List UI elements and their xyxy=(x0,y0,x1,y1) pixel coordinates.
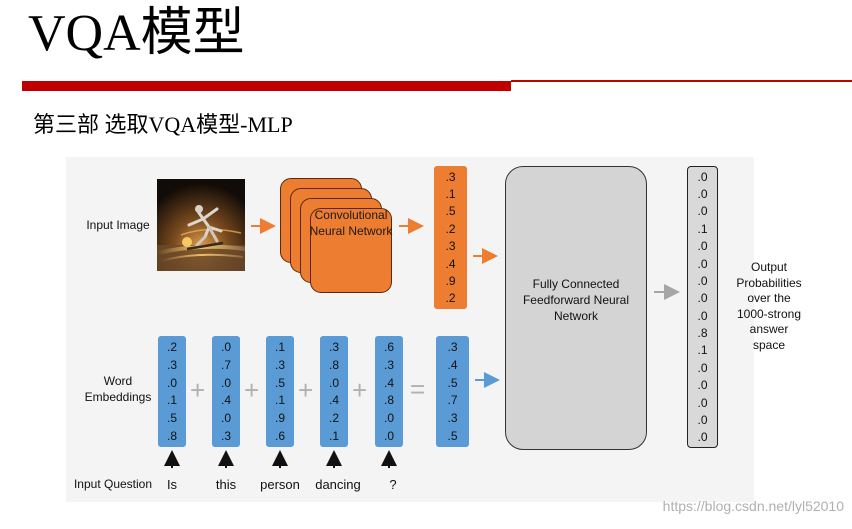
word-vector-person: .1 .3 .5 .1 .9 .6 xyxy=(266,336,294,447)
word-vector-value: .9 xyxy=(274,411,285,426)
fully-connected-network-label: Fully Connected Feedforward Neural Netwo… xyxy=(522,277,630,323)
question-word-question-mark: ? xyxy=(389,477,397,492)
word-vector-value: .1 xyxy=(274,393,285,408)
output-vector-value: .0 xyxy=(697,273,708,288)
word-vector-value: .1 xyxy=(328,429,339,444)
word-vector-value: .5 xyxy=(274,375,285,390)
conv-layer-4 xyxy=(310,208,392,293)
word-vector-question-mark: .6 .3 .4 .8 .0 .0 xyxy=(375,336,403,447)
output-probabilities-label: Output Probabilities over the 1000-stron… xyxy=(736,260,802,352)
word-vector-value: .6 xyxy=(274,429,285,444)
word-embeddings-label: Word Embeddings xyxy=(84,374,152,404)
plus-operator: + xyxy=(190,375,206,405)
image-vector-value: .4 xyxy=(445,256,456,271)
word-vector-value: .6 xyxy=(383,339,394,354)
word-vector-value: .5 xyxy=(166,411,177,426)
word-vector-value: .4 xyxy=(383,375,394,390)
sum-vector-value: .3 xyxy=(447,411,458,426)
output-vector-value: .1 xyxy=(697,343,708,358)
image-vector-value: .9 xyxy=(445,273,456,288)
word-vector-value: .0 xyxy=(220,411,231,426)
output-vector-value: .0 xyxy=(697,187,708,202)
question-word-dancing: dancing xyxy=(315,477,361,492)
watermark-url: https://blog.csdn.net/lyl52010 xyxy=(662,498,844,514)
fully-connected-network-box xyxy=(505,166,647,450)
word-vector-value: .3 xyxy=(166,357,177,372)
sum-vector-value: .7 xyxy=(447,393,458,408)
word-vector-value: .7 xyxy=(220,357,231,372)
output-vector-value: .0 xyxy=(697,291,708,306)
image-vector-value: .5 xyxy=(445,204,456,219)
word-vector-value: .3 xyxy=(274,357,285,372)
conv-net-label: Convolutional Neural Network xyxy=(309,208,393,238)
sum-vector-value: .5 xyxy=(447,375,458,390)
word-vector-value: .3 xyxy=(383,357,394,372)
image-vector-value: .2 xyxy=(445,291,456,306)
word-vector-value: .8 xyxy=(166,429,177,444)
output-vector-value: .0 xyxy=(697,308,708,323)
word-vector-value: .8 xyxy=(328,357,339,372)
question-word-this: this xyxy=(215,477,237,492)
output-vector-value: .0 xyxy=(697,256,708,271)
question-embedding-vector: .3 .4 .5 .7 .3 .5 xyxy=(436,336,469,447)
plus-operator: + xyxy=(298,375,314,405)
sum-vector-value: .3 xyxy=(447,339,458,354)
sum-vector-value: .5 xyxy=(447,429,458,444)
plus-operator: + xyxy=(244,375,260,405)
output-vector-value: .0 xyxy=(697,360,708,375)
image-feature-vector: .3 .1 .5 .2 .3 .4 .9 .2 xyxy=(434,166,467,309)
word-vector-value: .0 xyxy=(383,411,394,426)
word-vector-value: .4 xyxy=(220,393,231,408)
word-vector-value: .0 xyxy=(328,375,339,390)
word-vector-value: .0 xyxy=(383,429,394,444)
word-vector-value: .3 xyxy=(220,429,231,444)
slide-title: VQA模型 xyxy=(28,5,245,62)
word-vector-this: .0 .7 .0 .4 .0 .3 xyxy=(212,336,240,447)
question-word-is: Is xyxy=(166,477,178,492)
output-vector-value: .0 xyxy=(697,169,708,184)
image-vector-value: .2 xyxy=(445,221,456,236)
sum-vector-value: .4 xyxy=(447,357,458,372)
slide-subtitle: 第三部 选取VQA模型-MLP xyxy=(33,112,293,137)
output-vector-value: .0 xyxy=(697,204,708,219)
word-vector-value: .1 xyxy=(274,339,285,354)
image-vector-value: .3 xyxy=(445,239,456,254)
output-vector-value: .0 xyxy=(697,378,708,393)
input-photo xyxy=(157,179,245,271)
input-question-label: Input Question xyxy=(73,477,153,491)
word-vector-value: .0 xyxy=(220,375,231,390)
equals-operator: = xyxy=(410,374,426,404)
output-probability-vector: .0 .0 .0 .1 .0 .0 .0 .0 .0 .8 .1 .0 .0 .… xyxy=(687,166,718,448)
output-vector-value: .0 xyxy=(697,430,708,445)
output-vector-value: .0 xyxy=(697,395,708,410)
output-vector-value: .0 xyxy=(697,412,708,427)
word-vector-dancing: .3 .8 .0 .4 .2 .1 xyxy=(320,336,348,447)
word-vector-value: .3 xyxy=(328,339,339,354)
word-vector-value: .0 xyxy=(166,375,177,390)
plus-operator: + xyxy=(352,375,368,405)
title-underline-thin xyxy=(511,80,852,82)
word-vector-value: .8 xyxy=(383,393,394,408)
image-vector-value: .3 xyxy=(445,169,456,184)
word-vector-value: .0 xyxy=(220,339,231,354)
input-image-label: Input Image xyxy=(86,218,150,232)
output-vector-value: .8 xyxy=(697,326,708,341)
image-vector-value: .1 xyxy=(445,187,456,202)
title-underline-thick xyxy=(22,81,511,91)
output-vector-value: .1 xyxy=(697,221,708,236)
word-vector-value: .1 xyxy=(166,393,177,408)
output-vector-value: .0 xyxy=(697,239,708,254)
word-vector-value: .2 xyxy=(166,339,177,354)
word-vector-is: .2 .3 .0 .1 .5 .8 xyxy=(158,336,186,447)
word-vector-value: .4 xyxy=(328,393,339,408)
word-vector-value: .2 xyxy=(328,411,339,426)
question-word-person: person xyxy=(260,477,300,492)
